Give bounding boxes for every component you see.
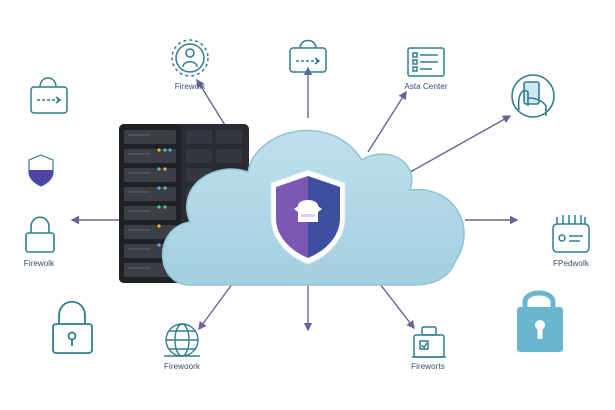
server-units xyxy=(124,130,176,277)
clipboard-icon xyxy=(412,326,446,358)
lock-arrow-icon xyxy=(289,39,327,73)
arrow-to-bottom-right xyxy=(379,283,415,330)
document-list-icon xyxy=(407,47,445,77)
server-rack xyxy=(119,124,249,283)
globe-icon xyxy=(164,323,200,357)
arrow-to-bottom-left xyxy=(198,282,234,331)
padlock-large-icon xyxy=(52,300,93,354)
label-right: FPedwolk xyxy=(553,259,589,268)
label-top-left: Firewolk xyxy=(174,82,206,91)
gear-person-icon xyxy=(171,39,209,77)
label-top-right: Asta Center xyxy=(404,82,448,91)
arrow-to-top-right xyxy=(367,90,407,153)
label-bottom-right: Fireworts xyxy=(411,362,445,371)
label-left: Firewolk xyxy=(23,259,55,268)
shield-icon xyxy=(28,154,54,187)
arrow-to-top-left xyxy=(196,78,229,131)
shield-person-icon xyxy=(270,169,346,265)
card-reader-icon xyxy=(552,215,590,253)
label-bottom-left: Firewoork xyxy=(163,362,201,371)
hand-card-icon xyxy=(511,74,555,118)
padlock-icon xyxy=(25,216,55,253)
padlock-keyhole-icon xyxy=(517,290,563,352)
arrow-to-far-right xyxy=(404,115,512,176)
padlock-arrow-icon xyxy=(30,77,68,114)
server-slots xyxy=(128,134,150,269)
